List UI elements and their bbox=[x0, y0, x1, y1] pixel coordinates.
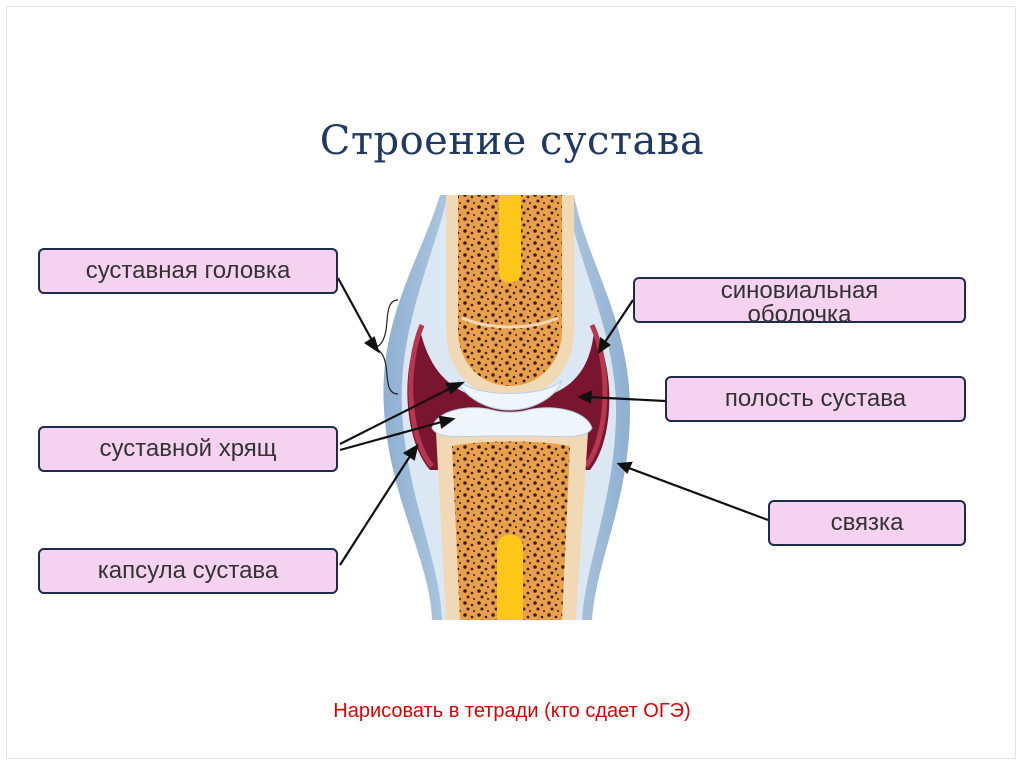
lower-cartilage bbox=[431, 407, 593, 438]
pointer-arrows bbox=[337, 277, 769, 566]
upper-cartilage bbox=[457, 379, 563, 411]
label-articular-cartilage: суставной хрящ bbox=[38, 426, 338, 472]
label-joint-cavity: полость сустава bbox=[665, 376, 966, 422]
label-ligament: связка bbox=[768, 500, 966, 546]
lower-marrow bbox=[497, 534, 523, 620]
synovial-membrane bbox=[408, 323, 608, 468]
slide-frame bbox=[6, 6, 1016, 759]
homework-note: Нарисовать в тетради (кто сдает ОГЭ) bbox=[333, 700, 691, 722]
label-synovial-membrane: синовиальная оболочка bbox=[633, 277, 966, 327]
label-joint-capsule: капсула сустава bbox=[38, 548, 338, 594]
upper-marrow bbox=[499, 195, 521, 283]
upper-bone-spongy bbox=[458, 195, 562, 386]
label-articular-head: суставная головка bbox=[38, 248, 338, 294]
slide-title: Строение сустава bbox=[319, 118, 705, 164]
lower-bone-spongy bbox=[452, 441, 570, 620]
